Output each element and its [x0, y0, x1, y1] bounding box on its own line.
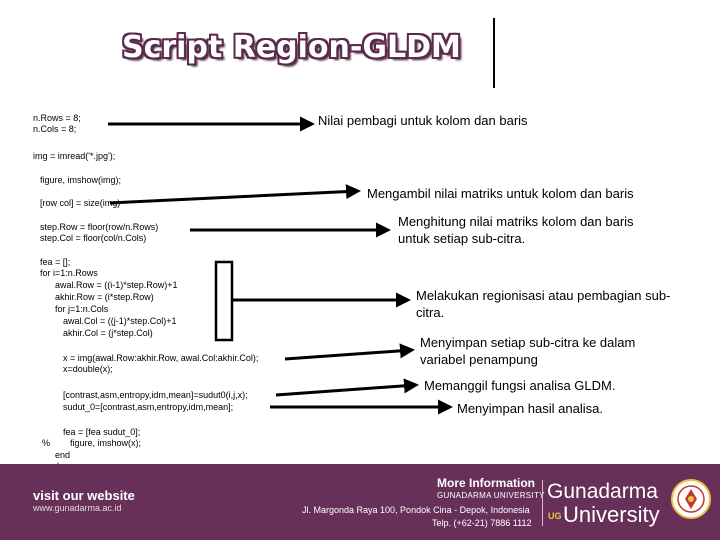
code-line: figure, imshow(img); [40, 175, 122, 185]
code-line: x=double(x); [63, 364, 113, 374]
code-line: akhir.Row = (i*step.Row) [55, 292, 154, 302]
arrow-right-icon [284, 343, 415, 361]
address-text: Jl. Margonda Raya 100, Pondok Cina - Dep… [302, 505, 530, 515]
logo-divider [542, 480, 543, 526]
note-text: untuk setiap sub-citra. [398, 231, 526, 246]
code-line: for i=1:n.Rows [40, 268, 98, 278]
code-line: img = imread('*.jpg'); [33, 151, 116, 161]
slide-title: Script Region-GLDM [122, 30, 461, 65]
code-line: n.Cols = 8; [33, 124, 77, 134]
note-text: Mengambil nilai matriks untuk kolom dan … [367, 186, 634, 201]
code-line: step.Col = floor(col/n.Cols) [40, 233, 147, 243]
footer-band [0, 464, 720, 540]
visit-website-label: visit our website [33, 488, 135, 503]
logo-mark: UG [548, 511, 562, 521]
note-text: Menyimpan setiap sub-citra ke dalam [420, 335, 636, 350]
logo-wordmark-top: Gunadarma [547, 480, 658, 503]
code-line: sudut_0=[contrast,asm,entropy,idm,mean]; [63, 402, 234, 412]
code-line: step.Row = floor(row/n.Rows) [40, 222, 159, 232]
code-line: fea = [fea sudut_0]; [63, 427, 141, 437]
website-url[interactable]: www.gunadarma.ac.id [33, 503, 122, 513]
code-line: [contrast,asm,entropy,idm,mean]=sudut0(i… [63, 390, 248, 400]
code-line: awal.Row = ((i-1)*step.Row)+1 [55, 280, 178, 290]
university-seal-icon [671, 479, 711, 519]
annotation-arrows [108, 116, 453, 415]
note-text: Memanggil fungsi analisa GLDM. [424, 378, 616, 393]
more-info-label: More Information [437, 476, 535, 490]
code-line: n.Rows = 8; [33, 113, 81, 123]
code-line: end [55, 450, 71, 460]
code-comment-mark: % [42, 438, 51, 448]
arrow-right-icon [109, 184, 361, 205]
note-text: Nilai pembagi untuk kolom dan baris [318, 113, 528, 128]
code-line: awal.Col = ((j-1)*step.Col)+1 [63, 316, 177, 326]
code-line: [row col] = size(img) [40, 198, 121, 208]
note-text: variabel penampung [420, 352, 538, 367]
note-text: Menyimpan hasil analisa. [457, 401, 603, 416]
arrow-right-icon [275, 378, 419, 397]
code-line: x = img(awal.Row:akhir.Row, awal.Col:akh… [63, 353, 259, 363]
university-name: GUNADARMA UNIVERSITY [437, 491, 545, 500]
telephone-text: Telp. (+62-21) 7886 1112 [432, 518, 532, 528]
code-line: for j=1:n.Cols [55, 304, 109, 314]
note-text: Menghitung nilai matriks kolom dan baris [398, 214, 634, 229]
code-line: akhir.Col = (j*step.Col) [63, 328, 153, 338]
note-text: citra. [416, 305, 445, 320]
note-text: Melakukan regionisasi atau pembagian sub… [416, 288, 671, 303]
title-divider [493, 18, 495, 88]
bracket-icon [224, 260, 234, 342]
bracket-icon [214, 260, 224, 342]
code-line: fea = []; [40, 257, 71, 267]
logo-wordmark-bottom: University [563, 502, 660, 527]
code-line: figure, imshow(x); [70, 438, 142, 448]
